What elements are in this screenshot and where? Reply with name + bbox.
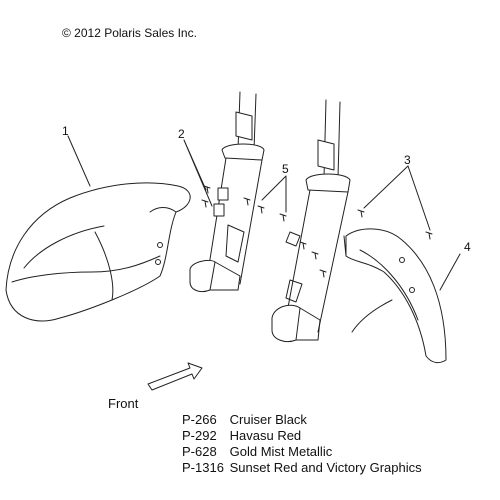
copyright-notice: © 2012 Polaris Sales Inc. (62, 26, 197, 40)
callout-5: 5 (282, 162, 289, 176)
legend-row: P-266 Cruiser Black (182, 412, 422, 428)
fork-tube-left (189, 91, 265, 293)
legend-code: P-266 (182, 412, 217, 427)
fasteners (201, 185, 433, 278)
legend-code: P-628 (182, 444, 217, 459)
legend-name: Gold Mist Metallic (229, 444, 333, 459)
callout-3: 3 (404, 153, 411, 167)
legend-row: P-292 Havasu Red (182, 428, 422, 444)
front-fender-right (343, 228, 447, 364)
front-label: Front (108, 396, 139, 411)
legend-code: P-1316 (182, 460, 224, 475)
fork-tube-right (271, 99, 351, 343)
callout-4: 4 (464, 240, 471, 254)
front-direction-arrow (147, 362, 203, 391)
callout-1: 1 (62, 124, 69, 138)
legend-name: Cruiser Black (229, 412, 307, 427)
leader-lines (67, 135, 461, 291)
legend-name: Havasu Red (229, 428, 302, 443)
front-fender-left (5, 182, 191, 322)
legend-name: Sunset Red and Victory Graphics (229, 460, 422, 475)
color-legend: P-266 Cruiser Black P-292 Havasu Red P-6… (182, 412, 422, 476)
legend-row: P-1316 Sunset Red and Victory Graphics (182, 460, 422, 476)
legend-row: P-628 Gold Mist Metallic (182, 444, 422, 460)
callout-2: 2 (178, 127, 185, 141)
legend-code: P-292 (182, 428, 217, 443)
